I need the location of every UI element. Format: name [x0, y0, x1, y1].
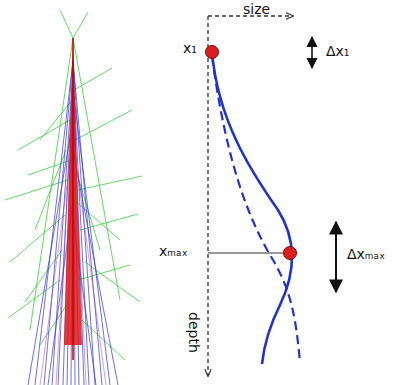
axis	[207, 16, 208, 376]
shower-green-tracks	[5, 10, 142, 360]
shower-blue-tracks	[73, 150, 118, 385]
profile-curve-dashed	[212, 56, 300, 362]
uncertainty-label: Δx₁	[326, 43, 349, 60]
point-label: xₘₐₓ	[159, 243, 188, 260]
xmax-guide	[208, 253, 284, 254]
uncertainty-label: Δxₘₐₓ	[347, 246, 385, 263]
shower-blue-tracks	[28, 120, 73, 385]
profile-curve-solid	[212, 52, 292, 364]
delta-x1-arrow	[311, 37, 313, 68]
point-label: x₁	[183, 40, 197, 57]
delta-xmax-arrow	[335, 222, 337, 292]
shower-green-tracks	[73, 12, 88, 38]
shower-green-tracks	[78, 265, 130, 280]
shower-core	[72, 38, 74, 360]
shower-green-tracks	[60, 10, 73, 38]
x1-point	[206, 46, 219, 59]
axis	[208, 16, 293, 376]
shower-green-tracks	[82, 320, 125, 360]
shower-green-tracks	[74, 68, 112, 90]
shower-core	[64, 38, 82, 360]
shower-green-tracks	[75, 110, 132, 140]
shower-green-tracks	[78, 176, 142, 190]
axis-label: size	[243, 1, 270, 18]
shower-green-tracks	[8, 280, 60, 318]
shower-green-tracks	[18, 120, 70, 150]
axis-label: depth	[185, 312, 202, 353]
xmax-point	[284, 247, 297, 260]
